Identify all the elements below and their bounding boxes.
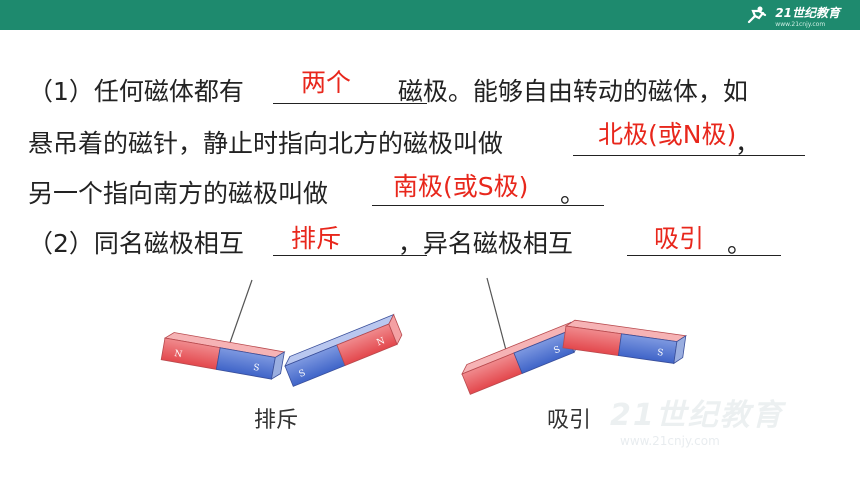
q1-line1: （1）任何磁体都有 磁极。能够自由转动的磁体，如	[28, 74, 748, 110]
q2-answer2: 吸引	[654, 224, 705, 253]
q1-answer2: 北极(或N极)	[598, 120, 737, 149]
q1-line2: 悬吊着的磁针，静止时指向北方的磁极叫做 ，	[28, 126, 760, 162]
q1-blank1	[273, 103, 427, 104]
q2-blank2	[627, 255, 781, 256]
q1-blank2	[573, 155, 805, 156]
q1-line3-text: 另一个指向南方的磁极叫做	[28, 179, 329, 208]
watermark-text: 21世纪教育	[610, 398, 784, 433]
q1-answer1: 两个	[301, 68, 352, 97]
q2-line: （2）同名磁极相互 ，异名磁极相互 。	[28, 226, 752, 262]
q1-line3: 另一个指向南方的磁极叫做 。	[28, 176, 585, 212]
q2-answer1: 排斥	[291, 224, 342, 253]
caption-attract: 吸引	[547, 408, 592, 433]
watermark-url: www.21cnjy.com	[620, 434, 720, 448]
q1-line2-end: ，	[735, 129, 761, 158]
pole-label-n: N	[174, 349, 184, 360]
attract-magnet-hanging: S	[461, 277, 580, 395]
q1-blank3	[372, 205, 604, 206]
q1-line1-suffix: 磁极。能够自由转动的磁体，如	[397, 77, 748, 106]
repel-magnet-fixed: S N	[284, 313, 403, 387]
q2-middle: ，异名磁极相互	[397, 229, 573, 258]
q2-prefix: （2）同名磁极相互	[28, 229, 244, 258]
runner-logo-icon	[748, 6, 767, 24]
pole-label-s: S	[252, 363, 260, 374]
magnet-figure: N S S N S S	[160, 277, 687, 395]
pole-label-s: S	[298, 368, 307, 380]
q1-line3-end: 。	[560, 179, 586, 208]
watermark: 21世纪教育 www.21cnjy.com	[610, 390, 850, 450]
q2-blank1	[273, 255, 427, 256]
pole-label-s: S	[553, 345, 562, 357]
q1-answer3: 南极(或S极)	[393, 172, 529, 201]
pole-label-n: N	[376, 336, 387, 348]
q1-line2-text: 悬吊着的磁针，静止时指向北方的磁极叫做	[28, 129, 504, 158]
logo-text: 21世纪教育	[775, 6, 840, 20]
site-logo: 21世纪教育 www.21cnjy.com	[743, 3, 840, 28]
caption-repel: 排斥	[254, 408, 299, 433]
logo-url: www.21cnjy.com	[775, 21, 826, 28]
pole-label-s: S	[656, 348, 664, 359]
q1-line1-prefix: （1）任何磁体都有	[28, 77, 244, 106]
q2-end: 。	[726, 229, 752, 258]
attract-magnet-fixed: S	[562, 319, 687, 365]
header-bar: 21世纪教育 www.21cnjy.com	[0, 0, 860, 30]
repel-magnet-hanging: N S	[160, 279, 286, 380]
